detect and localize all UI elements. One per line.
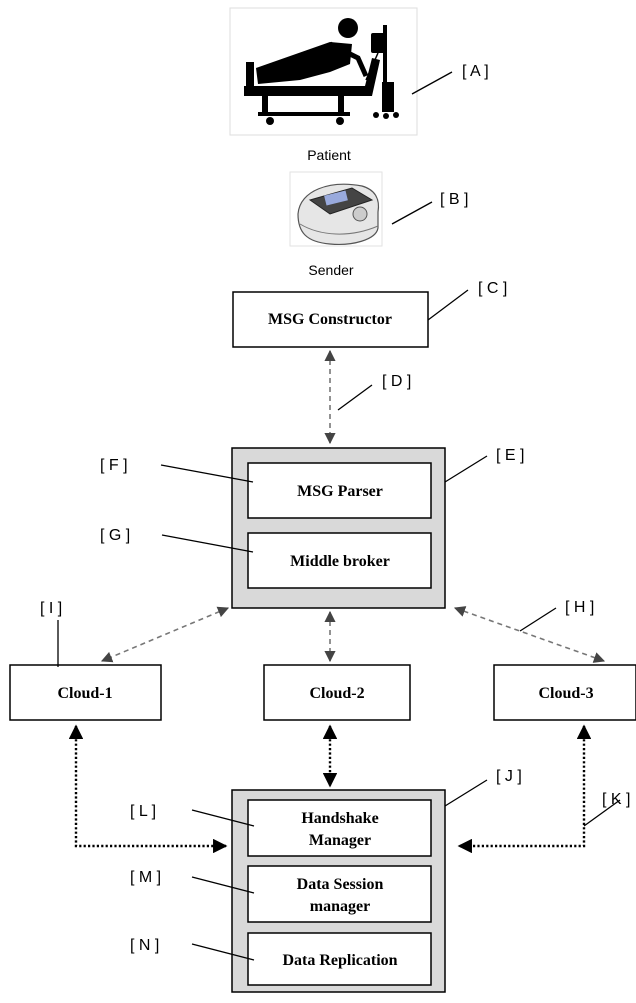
- label-a: [ A ]: [462, 63, 489, 80]
- leader-g: [161, 534, 254, 553]
- leader-f: [160, 464, 254, 483]
- label-f: [ F ]: [100, 457, 128, 474]
- leader-a: [411, 71, 453, 95]
- data-session-manager-box: [247, 865, 432, 923]
- cloud-2-box: [263, 664, 411, 721]
- leader-c: [427, 289, 469, 321]
- cloud-2-label: Cloud-2: [309, 685, 364, 702]
- patient-caption: Patient: [307, 147, 351, 163]
- label-c: [ C ]: [478, 280, 507, 297]
- connector-cloud3-session: [457, 724, 592, 854]
- connector-cloud1-session: [68, 724, 228, 854]
- leader-b: [391, 201, 433, 225]
- label-h: [ H ]: [565, 599, 594, 616]
- label-j: [ J ]: [496, 768, 522, 785]
- cloud-3-box: [493, 664, 636, 721]
- cloud-1-box: [9, 664, 162, 721]
- sender-caption: Sender: [308, 262, 353, 278]
- label-i: [ I ]: [40, 600, 62, 617]
- leader-m: [191, 876, 255, 894]
- label-e: [ E ]: [496, 447, 524, 464]
- label-d: [ D ]: [382, 373, 411, 390]
- connector-broker-cloud1: [100, 606, 230, 663]
- label-n: [ N ]: [130, 937, 159, 954]
- cloud-3-label: Cloud-3: [538, 685, 593, 702]
- msg-constructor-box: [232, 291, 429, 348]
- leader-e: [444, 455, 488, 483]
- middle-broker-box: [247, 532, 432, 589]
- leader-n: [191, 943, 255, 961]
- msg-parser-label: MSG Parser: [297, 483, 383, 500]
- leader-k: [583, 799, 621, 827]
- label-b: [ B ]: [440, 191, 468, 208]
- leader-d: [337, 384, 373, 411]
- label-g: [ G ]: [100, 527, 130, 544]
- leader-h: [519, 607, 557, 632]
- patient-bed-icon: [229, 7, 418, 136]
- leader-l: [191, 809, 255, 827]
- handshake-manager-label-2: Manager: [309, 832, 371, 849]
- pulse-oximeter-icon: [289, 171, 383, 247]
- label-k: [ K ]: [602, 791, 630, 808]
- msg-parser-box: [247, 462, 432, 519]
- data-replication-label: Data Replication: [282, 952, 397, 969]
- middle-broker-label: Middle broker: [290, 553, 390, 570]
- data-session-manager-label-2: manager: [310, 898, 370, 915]
- label-l: [ L ]: [130, 803, 156, 820]
- cloud-1-label: Cloud-1: [57, 685, 112, 702]
- msg-constructor-label: MSG Constructor: [268, 311, 392, 328]
- leader-j: [444, 779, 488, 807]
- label-m: [ M ]: [130, 869, 161, 886]
- handshake-manager-label-1: Handshake: [301, 810, 378, 827]
- data-replication-box: [247, 932, 432, 986]
- handshake-manager-box: [247, 799, 432, 857]
- data-session-manager-label-1: Data Session: [297, 876, 384, 893]
